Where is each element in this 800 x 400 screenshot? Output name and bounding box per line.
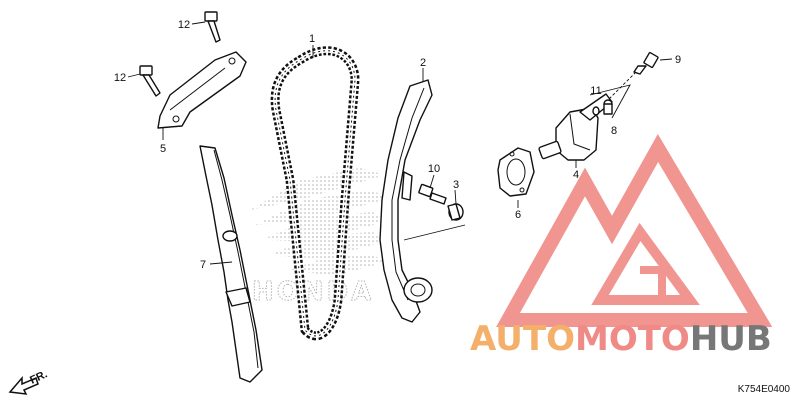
label-8: 8 bbox=[611, 125, 617, 137]
label-12b: 12 bbox=[114, 72, 126, 84]
automotohub-logo-watermark bbox=[496, 133, 773, 327]
leader-3 bbox=[454, 189, 457, 205]
honda-wing-watermark: HONDA bbox=[250, 168, 392, 308]
front-direction-indicator: FR. bbox=[8, 368, 49, 395]
label-11: 11 bbox=[590, 85, 601, 97]
watermark-hub: HUB bbox=[690, 319, 772, 359]
leader-11-8 bbox=[589, 84, 631, 119]
part-10-bolt bbox=[418, 183, 447, 205]
part-6-gasket bbox=[497, 147, 535, 197]
label-10: 10 bbox=[428, 163, 440, 175]
leader-2-3 bbox=[403, 224, 466, 241]
label-2: 2 bbox=[420, 57, 426, 69]
label-9: 9 bbox=[675, 54, 681, 66]
part-9-bolt bbox=[607, 51, 659, 101]
part-12-bolt-left bbox=[139, 65, 161, 97]
watermark-text: AUTOMOTOHUB bbox=[470, 319, 772, 359]
part-7-tensioner-slipper bbox=[199, 145, 263, 383]
front-label: FR. bbox=[28, 368, 49, 386]
part-5-guide-plate bbox=[157, 51, 247, 129]
label-3: 3 bbox=[453, 179, 459, 191]
leader-10 bbox=[429, 174, 435, 189]
leader-12a bbox=[191, 21, 206, 25]
part-4-tensioner-lifter bbox=[538, 93, 613, 161]
label-4: 4 bbox=[573, 169, 579, 181]
part-11-washer bbox=[592, 106, 600, 116]
part-3-collar bbox=[447, 203, 464, 221]
part-12-bolt-upper bbox=[204, 11, 221, 43]
label-5: 5 bbox=[160, 143, 166, 155]
label-6: 6 bbox=[515, 209, 521, 221]
front-arrow-icon bbox=[8, 375, 39, 395]
leader-9 bbox=[659, 58, 673, 61]
leader-7 bbox=[209, 261, 233, 265]
part-8-bolt bbox=[603, 99, 613, 115]
watermark-auto: AUTO bbox=[470, 319, 575, 359]
honda-brand-text: HONDA bbox=[252, 277, 374, 307]
diagram-code: K754E0400 bbox=[738, 384, 791, 395]
label-12a: 12 bbox=[178, 19, 190, 31]
watermark-moto: MOTO bbox=[575, 319, 690, 359]
part-2-chain-guide bbox=[379, 79, 433, 323]
part-1-cam-chain bbox=[270, 46, 360, 341]
label-7: 7 bbox=[200, 259, 206, 271]
label-1: 1 bbox=[309, 33, 315, 45]
leader-12b bbox=[127, 73, 141, 78]
